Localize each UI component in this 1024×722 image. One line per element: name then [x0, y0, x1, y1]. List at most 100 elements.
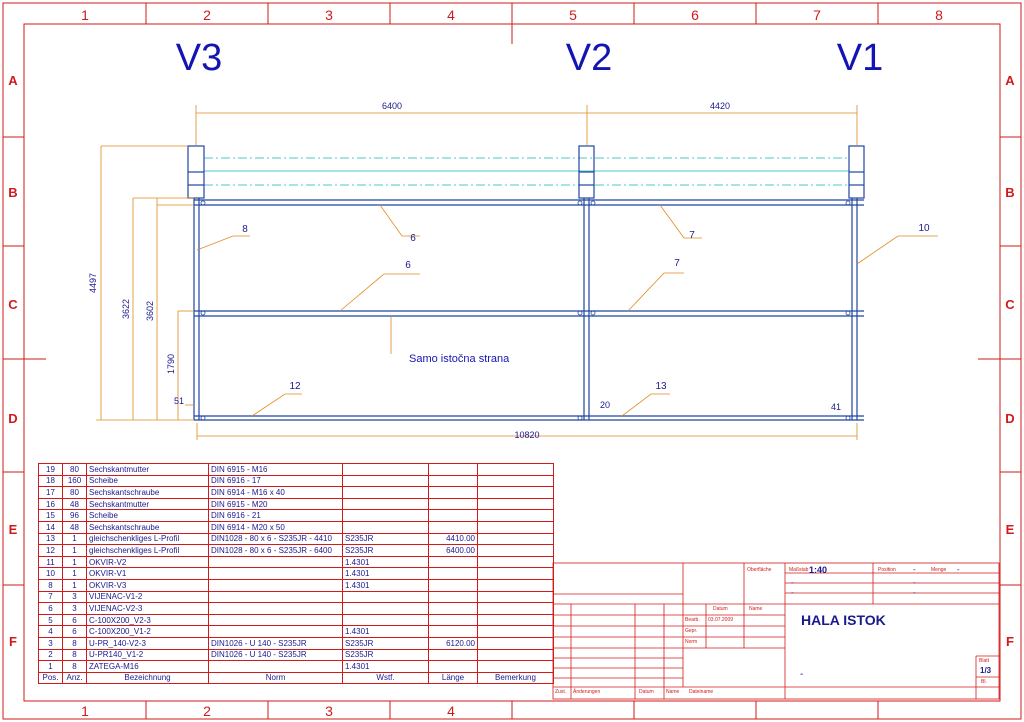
bom-cell-material: 1.4301	[342, 625, 429, 638]
callout-7-mid: 7	[674, 258, 680, 269]
bom-cell-remark	[477, 648, 554, 662]
bom-cell-material: 1.4301	[342, 567, 429, 580]
bom-cell-length	[428, 474, 478, 488]
col-label-4: 4	[447, 7, 455, 23]
bom-cell-length: 6400.00	[428, 544, 478, 557]
bom-cell-qty: 96	[62, 509, 87, 522]
bom-cell-norm	[208, 625, 343, 638]
bom-cell-norm	[208, 602, 343, 615]
field-dash-1: -	[791, 578, 794, 587]
blatt-label: Blatt	[979, 658, 990, 664]
bom-cell-designation: OKVIR-V3	[86, 578, 209, 592]
bom-cell-length	[428, 567, 478, 580]
bom-cell-pos: 17	[38, 486, 63, 499]
bom-cell-qty: 1	[62, 567, 87, 580]
bom-cell-material	[342, 486, 429, 499]
row-label-f-left: F	[9, 634, 17, 649]
bom-cell-pos: 7	[38, 590, 63, 604]
bom-cell-norm	[208, 567, 343, 580]
bom-cell-material: S235JR	[342, 636, 429, 650]
bom-cell-qty: 3	[62, 590, 87, 604]
dim-span-right: 4420	[710, 101, 730, 111]
col-label-3: 3	[325, 7, 333, 23]
massstab-value: 1:40	[809, 565, 828, 575]
bom-cell-pos: 2	[38, 648, 63, 662]
bom-cell-pos: 12	[38, 544, 63, 557]
bom-cell-pos: 14	[38, 520, 63, 534]
bom-cell-length	[428, 509, 478, 522]
norm-label: Norm	[685, 639, 698, 645]
bom-cell-remark	[477, 578, 554, 592]
bom-cell-material: 1.4301	[342, 555, 429, 569]
bom-cell-designation: U-PR140_V1-2	[86, 648, 209, 662]
bom-cell-designation: C-100X200_V2-3	[86, 613, 209, 627]
bom-cell-pos: 16	[38, 497, 63, 511]
row-label-a-right: A	[1005, 73, 1015, 88]
bom-cell-remark	[477, 567, 554, 580]
bom-cell-designation: gleichschenkliges L-Profil	[86, 544, 209, 557]
bom-cell-length	[428, 486, 478, 499]
bom-cell-material: S235JR	[342, 532, 429, 546]
bom-cell-length	[428, 497, 478, 511]
col-label-7: 7	[813, 7, 821, 23]
bom-cell-qty: 1	[62, 544, 87, 557]
bom-cell-remark	[477, 544, 554, 557]
bom-cell-qty: 48	[62, 497, 87, 511]
bom-cell-qty: 80	[62, 463, 87, 476]
bom-cell-norm: DIN 6916 - 17	[208, 474, 343, 488]
bom-cell-designation: Sechskantschraube	[86, 486, 209, 499]
bom-cell-material	[342, 474, 429, 488]
bom-cell-remark	[477, 509, 554, 522]
bom-cell-length	[428, 520, 478, 534]
bom-cell-length: 6120.00	[428, 636, 478, 650]
dim-total-width: 10820	[514, 430, 539, 440]
menge-label: Menge	[931, 567, 947, 573]
bom-cell-qty: 1	[62, 555, 87, 569]
row-label-d-left: D	[8, 411, 17, 426]
bom-cell-designation: OKVIR-V2	[86, 555, 209, 569]
bom-header-qty: Anz.	[62, 671, 87, 685]
callout-6-mid: 6	[405, 260, 411, 271]
bom-cell-norm: DIN 6915 - M16	[208, 463, 343, 476]
bom-cell-qty: 8	[62, 636, 87, 650]
bom-cell-pos: 4	[38, 625, 63, 638]
callout-12: 12	[289, 381, 301, 392]
bl-label: Bl.	[981, 679, 987, 685]
bom-cell-designation: Scheibe	[86, 509, 209, 522]
callout-13: 13	[655, 381, 667, 392]
bom-cell-material	[342, 602, 429, 615]
bom-cell-norm: DIN 6914 - M16 x 40	[208, 486, 343, 499]
callout-7-top: 7	[689, 230, 695, 241]
title-block-frame	[552, 562, 1000, 700]
view-label-v1: V1	[837, 37, 883, 79]
field-dash-3: -	[791, 588, 794, 597]
view-label-v2: V2	[566, 37, 612, 79]
bom-cell-length	[428, 602, 478, 615]
row-label-a-left: A	[8, 73, 18, 88]
bom-cell-material	[342, 497, 429, 511]
bottom-col-label-1: 1	[81, 703, 89, 719]
name2-label: Name	[666, 689, 680, 695]
bom-cell-norm	[208, 578, 343, 592]
bom-header-designation: Bezeichnung	[86, 671, 209, 685]
bom-cell-norm	[208, 660, 343, 673]
bom-cell-pos: 10	[38, 567, 63, 580]
bom-cell-qty: 8	[62, 648, 87, 662]
bom-cell-qty: 48	[62, 520, 87, 534]
bom-cell-norm	[208, 555, 343, 569]
